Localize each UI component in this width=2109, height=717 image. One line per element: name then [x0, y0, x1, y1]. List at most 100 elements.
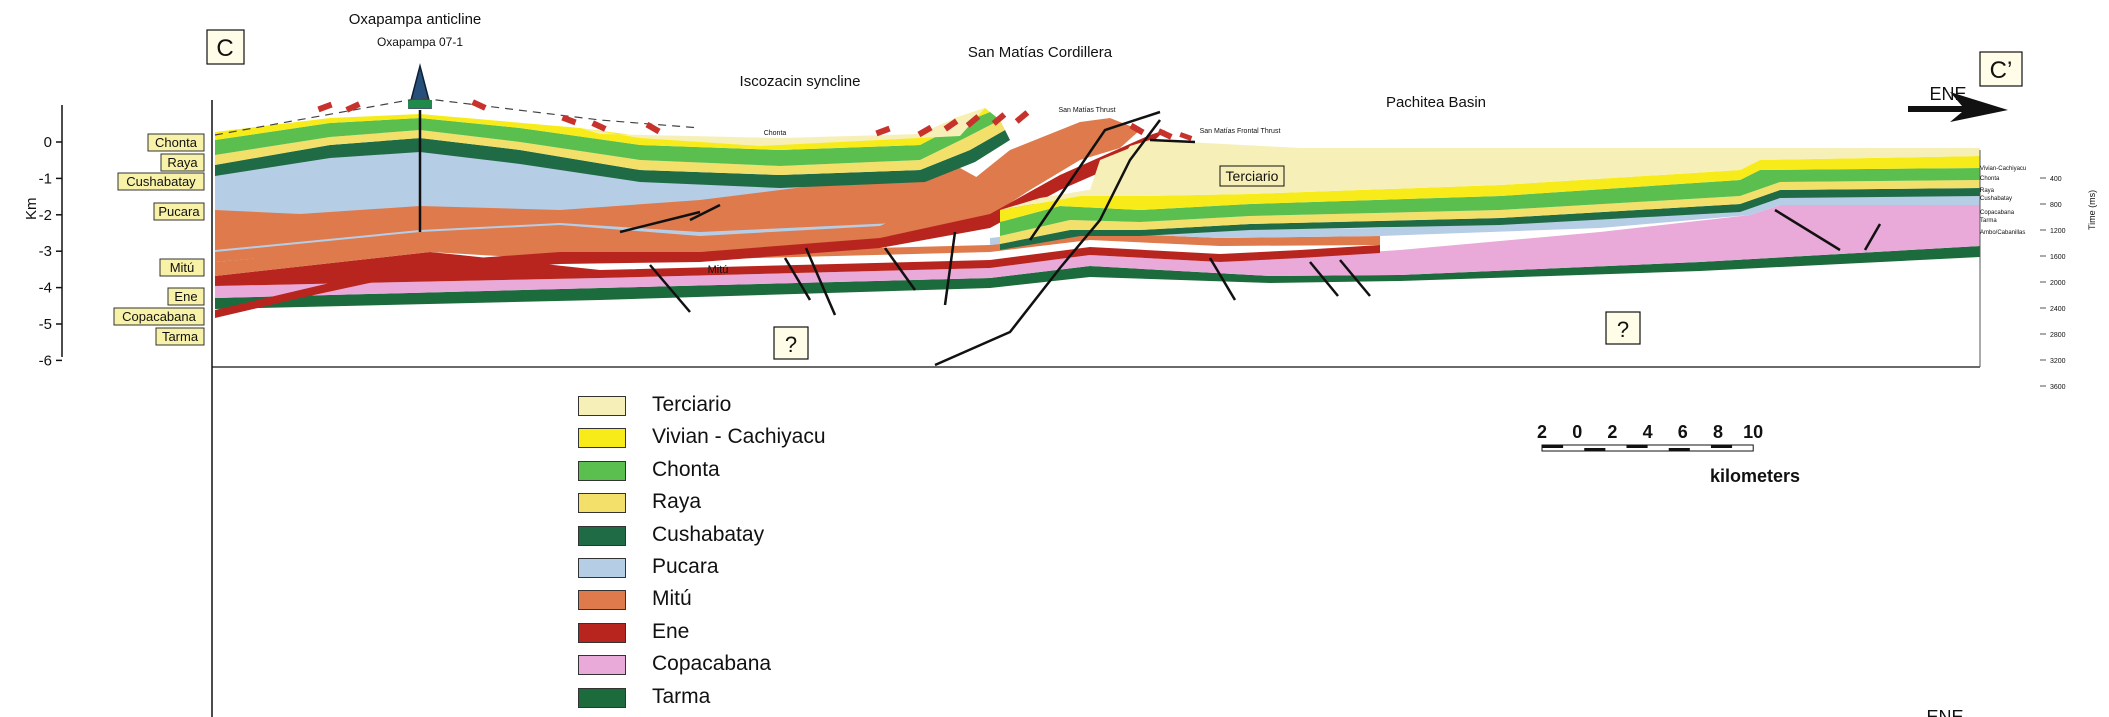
time-tick-label: 3200 [2050, 358, 2066, 365]
basin-label: Pachitea Basin [1386, 94, 1486, 111]
left-formation-text: Chonta [155, 135, 198, 150]
scale-tick-label: 2 [1537, 422, 1547, 442]
legend-swatch [578, 623, 626, 643]
left-formation-label: Mitú [160, 259, 204, 276]
time-axis: 400 800 1200 1600 2000 2400 2800 3200 3600 Time … [2040, 176, 2097, 391]
mitu-small-label: Mitú [708, 264, 729, 276]
time-tick-label: 2800 [2050, 332, 2066, 339]
depth-tick-label: -5 [39, 316, 52, 333]
right-formation-label: Copacabana [1980, 210, 2015, 216]
well-base [408, 100, 432, 108]
legend-swatch [578, 461, 626, 481]
section-start-label: C [216, 35, 233, 62]
left-formation-label: Tarma [156, 328, 204, 345]
legend-swatch [578, 558, 626, 578]
depth-tick-label: -6 [39, 352, 52, 369]
syncline-label: Iscozacin syncline [740, 73, 861, 90]
left-formation-label: Pucara [154, 203, 204, 220]
scale-segment [1584, 448, 1605, 451]
depth-tick-label: -2 [39, 207, 52, 224]
scale-tick-label: 10 [1743, 422, 1763, 442]
legend-swatch [578, 428, 626, 448]
scale-tick-label: 6 [1678, 422, 1688, 442]
legend-label: Ene [652, 620, 689, 644]
depth-tick-label: 0 [44, 134, 52, 151]
depth-axis: 0-1-2-3-4-5-6 Km [23, 105, 62, 369]
scale-tick-label: 4 [1643, 422, 1653, 442]
left-formation-label: Cushabatay [118, 173, 204, 190]
direction-indicator: ENE [1908, 84, 2008, 122]
depth-tick-marks: 0-1-2-3-4-5-6 [39, 134, 62, 369]
left-formation-text: Mitú [170, 260, 195, 275]
scale-bar: 2 0 2 4 6 8 10 kilometers [1537, 422, 1800, 486]
right-formation-label: Raya [1980, 188, 1995, 194]
well-label: Oxapampa 07-1 [377, 35, 463, 49]
scale-tick-label: 8 [1713, 422, 1723, 442]
right-formation-label: Chonta [1980, 176, 2000, 182]
legend-swatch [578, 396, 626, 416]
right-formation-label: Ambo/Cabanillas [1980, 230, 2025, 236]
left-formation-text: Pucara [158, 204, 200, 219]
scale-segment [1626, 445, 1647, 448]
right-formation-label: Tarma [1980, 218, 1997, 224]
section-end-label-box: C’ [1980, 52, 2022, 86]
time-tick-label: 1200 [2050, 228, 2066, 235]
left-formation-text: Tarma [162, 329, 199, 344]
legend-label: Chonta [652, 458, 720, 482]
time-tick-marks: 400 800 1200 1600 2000 2400 2800 3200 3600 [2040, 176, 2066, 391]
direction-arrow-icon [1908, 92, 2008, 122]
time-tick-label: 3600 [2050, 384, 2066, 391]
scale-segments [1542, 445, 1753, 451]
right-formation-label: Vivian-Cachiyacu [1980, 166, 2026, 172]
legend-swatch [578, 526, 626, 546]
svg-text:?: ? [1617, 317, 1629, 342]
time-tick-label: 400 [2050, 176, 2062, 183]
left-formation-text: Raya [167, 155, 198, 170]
terciario-box: Terciario [1220, 166, 1284, 186]
svg-text:?: ? [785, 332, 797, 357]
unknown-box-left: ? [774, 327, 808, 359]
legend-label: Terciario [652, 393, 731, 417]
chonta-small-label: Chonta [764, 130, 787, 137]
section-start-label-box: C [207, 30, 244, 64]
anticline-label: Oxapampa anticline [349, 11, 482, 28]
section-end-label: C’ [1990, 57, 2013, 84]
left-formation-label: Chonta [148, 134, 204, 151]
legend-swatch [578, 688, 626, 708]
depth-axis-unit: Km [23, 198, 40, 221]
time-tick-label: 1600 [2050, 254, 2066, 261]
cordillera-label: San Matías Cordillera [968, 44, 1113, 61]
left-formation-text: Ene [174, 289, 197, 304]
unknown-box-right: ? [1606, 312, 1640, 344]
depth-tick-label: -1 [39, 170, 52, 187]
thrust-label: San Matías Thrust [1058, 107, 1115, 114]
legend-label: Tarma [652, 685, 710, 709]
time-axis-unit: Time (ms) [2087, 190, 2097, 230]
depth-tick-label: -3 [39, 243, 52, 260]
scale-tick-labels: 2 0 2 4 6 8 10 [1537, 422, 1763, 442]
time-tick-label: 2400 [2050, 306, 2066, 313]
left-formation-labels: ChontaRayaCushabatayPucaraMitúEneCopacab… [114, 134, 204, 345]
legend-label: Raya [652, 490, 701, 514]
scale-tick-label: 2 [1607, 422, 1617, 442]
legend-swatch [578, 590, 626, 610]
right-formation-labels: Vivian-CachiyacuChontaRayaCushabatayCopa… [1980, 166, 2026, 236]
terciario-box-label: Terciario [1226, 168, 1279, 184]
left-formation-label: Ene [168, 288, 204, 305]
legend-label: Vivian - Cachiyacu [652, 425, 826, 449]
scale-tick-label: 0 [1572, 422, 1582, 442]
right-formation-label: Cushabatay [1980, 196, 2012, 202]
scale-unit-label: kilometers [1710, 466, 1800, 486]
scale-segment [1669, 448, 1690, 451]
left-formation-text: Copacabana [122, 309, 196, 324]
time-tick-label: 2000 [2050, 280, 2066, 287]
frontal-thrust-label: San Matías Frontal Thrust [1200, 128, 1281, 135]
left-formation-label: Copacabana [114, 308, 204, 325]
legend-label: Pucara [652, 555, 719, 579]
legend-swatch [578, 493, 626, 513]
time-tick-label: 800 [2050, 202, 2062, 209]
scale-segment [1542, 445, 1563, 448]
legend-label: Cushabatay [652, 523, 764, 547]
legend-label: Copacabana [652, 652, 771, 676]
